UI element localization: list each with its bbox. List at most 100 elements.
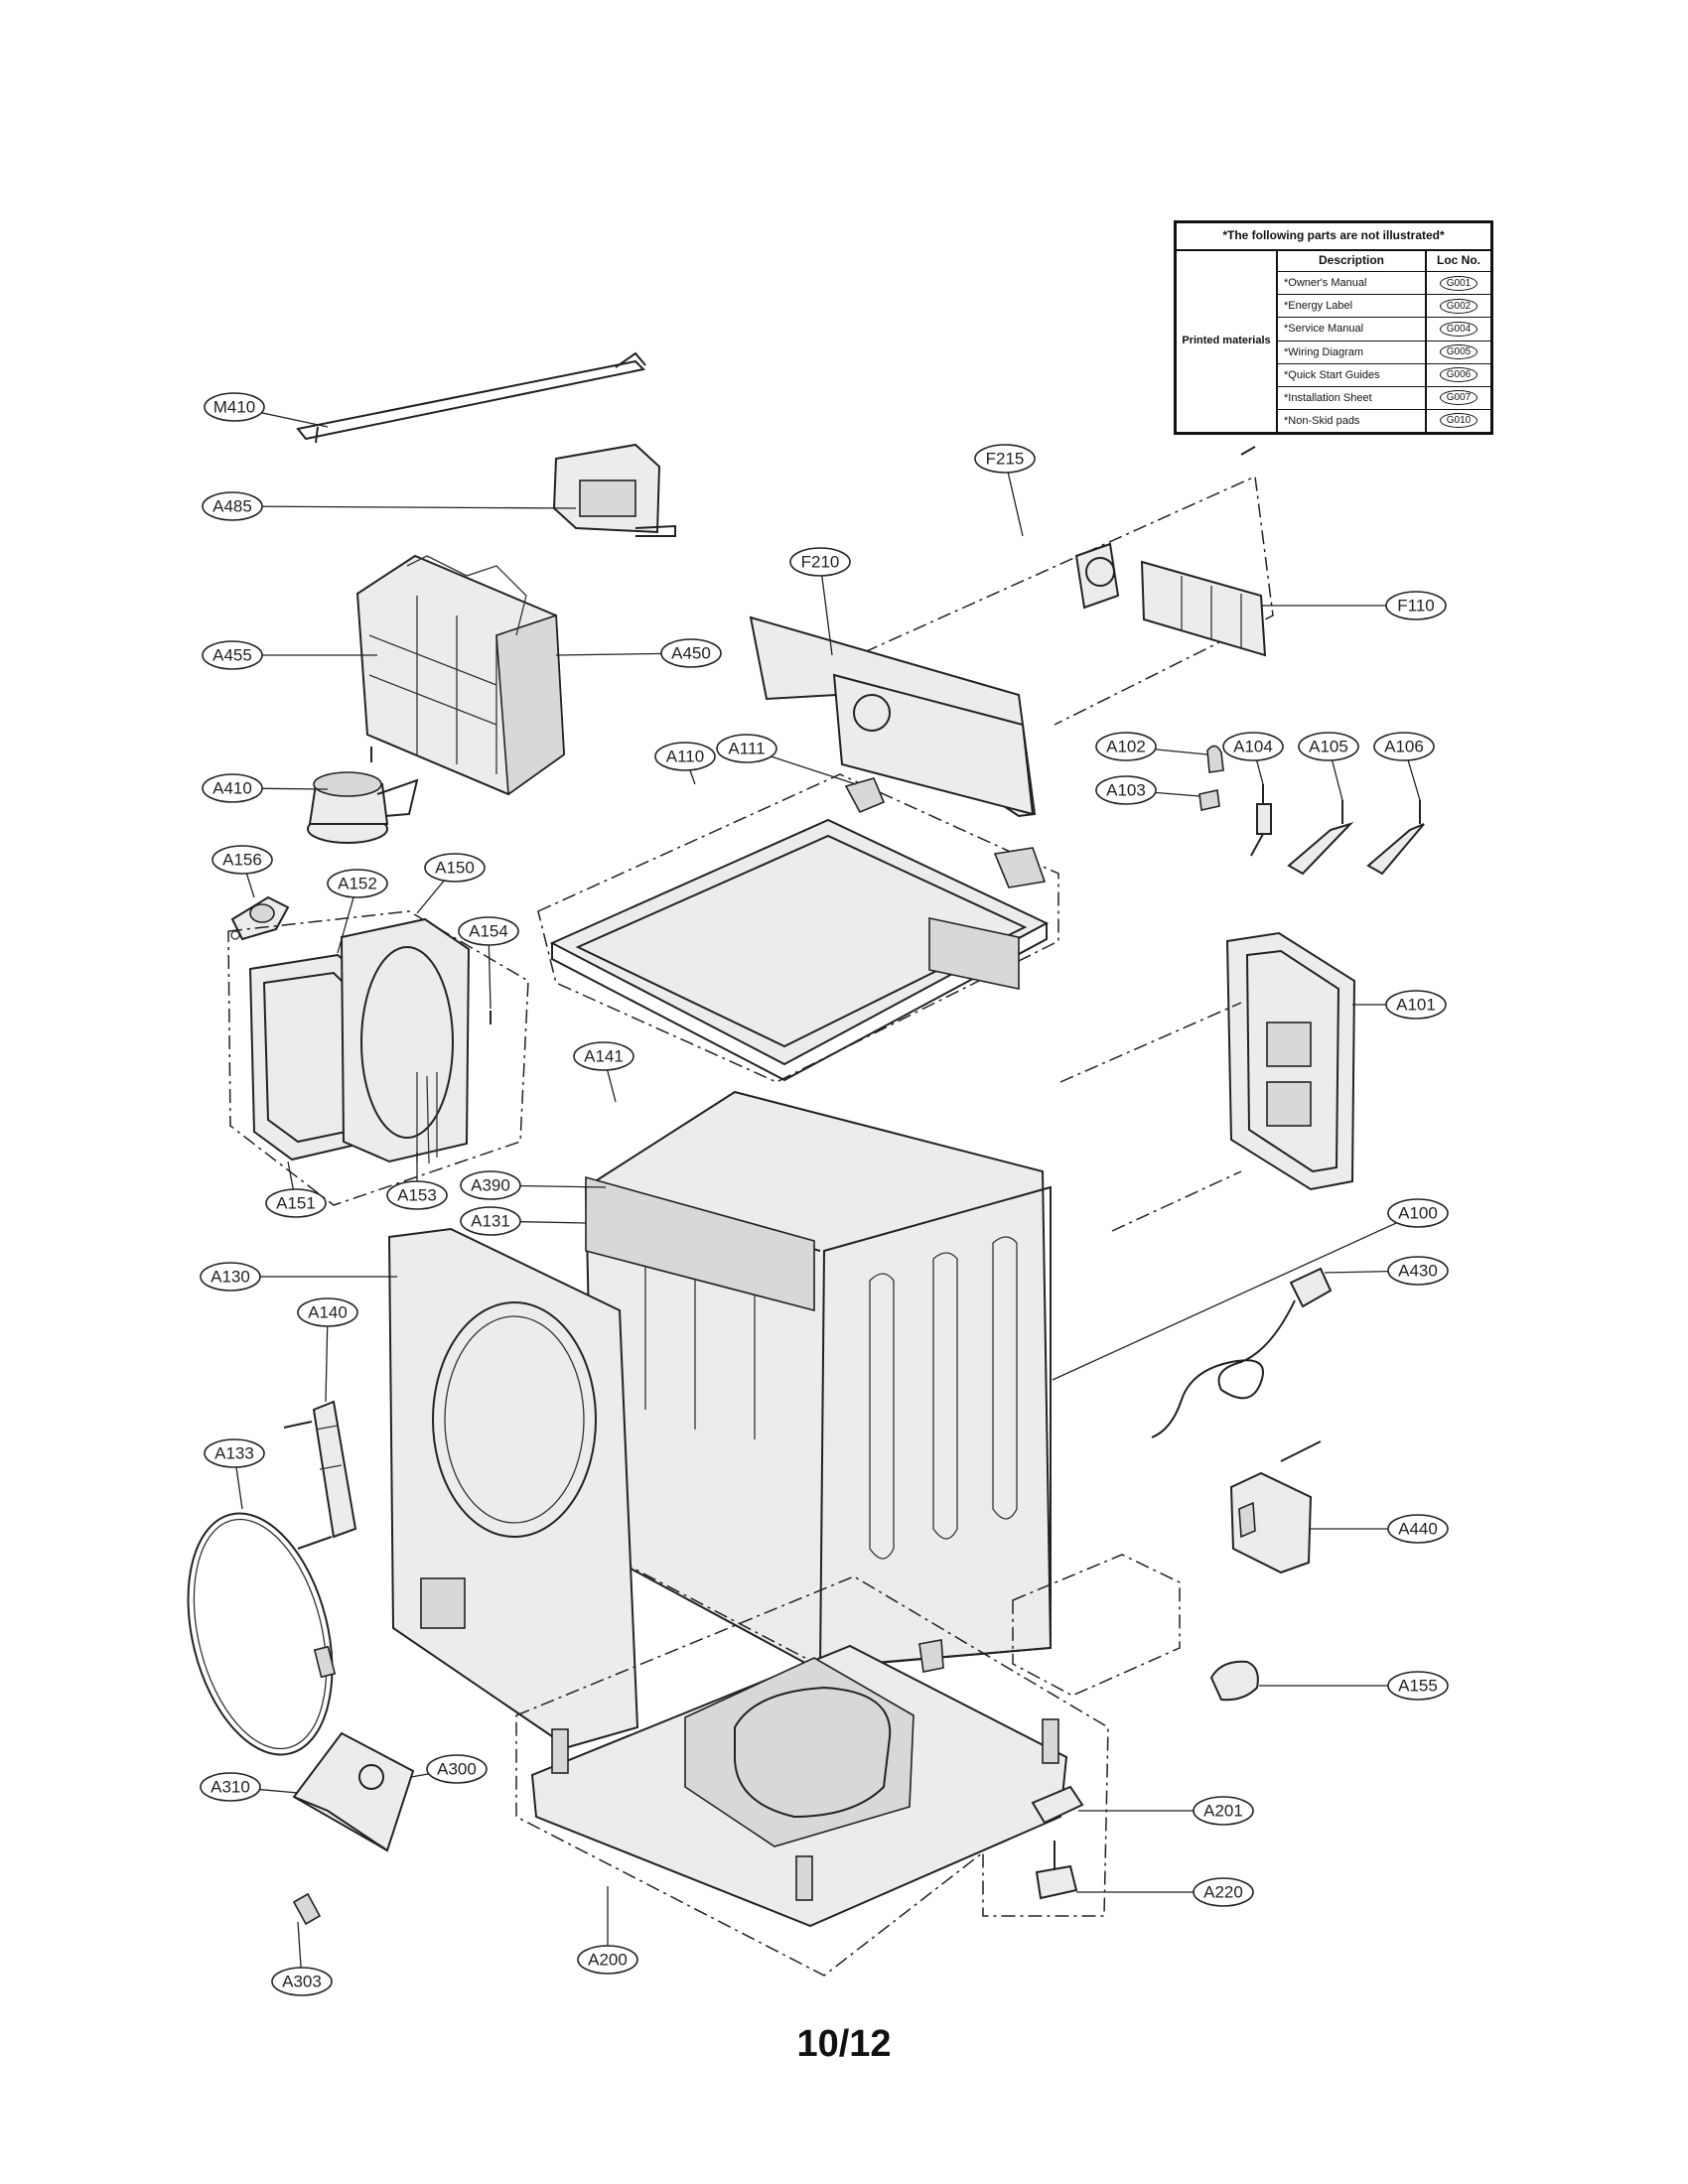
- loc-oval-label: G002: [1439, 298, 1478, 314]
- callout-a430: A430: [1324, 1256, 1449, 1286]
- callout-label: A303: [282, 1973, 322, 1991]
- part-a156-plug: [230, 895, 290, 941]
- callout-oval: [1222, 732, 1284, 761]
- callout-a106: A106: [1373, 732, 1435, 801]
- callout-label: A155: [1398, 1677, 1438, 1696]
- row-description: *Energy Label: [1278, 295, 1427, 318]
- part-a430-power-cord: [1151, 1267, 1333, 1438]
- callout-oval: [211, 845, 273, 875]
- loc-oval-label: G007: [1439, 390, 1478, 406]
- callout-oval: [789, 547, 851, 577]
- callout-label: A485: [212, 497, 252, 516]
- callout-oval: [202, 640, 263, 670]
- callout-oval: [265, 1188, 327, 1218]
- callout-oval: [200, 1262, 261, 1292]
- callout-oval: [1385, 591, 1447, 620]
- callout-a101: A101: [1352, 990, 1447, 1020]
- callout-oval: [426, 1754, 488, 1784]
- callout-a440: A440: [1311, 1514, 1449, 1544]
- callout-label: A103: [1106, 781, 1146, 800]
- callout-a133: A133: [204, 1438, 265, 1510]
- callout-oval: [1193, 1796, 1254, 1826]
- part-a100-cabinet: [584, 1090, 1053, 1670]
- printed-materials-table: *The following parts are not illustrated…: [1174, 220, 1493, 435]
- callout-a141: A141: [573, 1041, 634, 1103]
- row-loc-no: G010: [1427, 410, 1490, 432]
- callout-a140: A140: [297, 1297, 358, 1403]
- col-description-header: Description: [1278, 249, 1427, 272]
- row-loc-no: G007: [1427, 387, 1490, 409]
- row-description: *Non-Skid pads: [1278, 409, 1427, 432]
- callout-oval: [460, 1170, 521, 1200]
- callout-oval: [386, 1180, 448, 1210]
- callout-a111: A111: [716, 734, 857, 785]
- table-header-row: Description Loc No.: [1278, 249, 1490, 273]
- part-a410-pump-motor: [307, 747, 419, 844]
- callout-a485: A485: [202, 491, 577, 521]
- callout-label: A200: [588, 1951, 628, 1970]
- col-loc-header: Loc No.: [1437, 253, 1480, 268]
- callout-label: A201: [1203, 1802, 1243, 1821]
- callout-a390: A390: [460, 1170, 607, 1200]
- callout-a153: A153: [386, 1152, 448, 1210]
- leader-line: [819, 561, 833, 656]
- callout-oval: [327, 869, 388, 898]
- part-a440-door-lock: [1229, 1440, 1322, 1574]
- callout-a130: A130: [200, 1262, 397, 1292]
- part-m410-bracket: [296, 351, 646, 444]
- callout-a450: A450: [555, 638, 722, 668]
- part-a201-a220-leveling-foot: [1031, 1785, 1084, 1900]
- table-category: Printed materials: [1177, 249, 1278, 432]
- callout-label: A141: [584, 1047, 624, 1066]
- callout-a103: A103: [1095, 775, 1200, 805]
- callout-label: A102: [1106, 738, 1146, 756]
- callout-f215: F215: [974, 444, 1036, 537]
- row-loc-no: G005: [1427, 341, 1490, 363]
- callout-label: A390: [471, 1176, 510, 1195]
- callout-oval: [1387, 1256, 1449, 1286]
- callout-label: A430: [1398, 1262, 1438, 1281]
- loc-oval-label: G001: [1439, 275, 1478, 291]
- callout-label: A154: [469, 922, 508, 941]
- callout-a131: A131: [460, 1206, 587, 1236]
- loc-oval-label: G010: [1439, 413, 1478, 429]
- callout-oval: [1373, 732, 1435, 761]
- row-description: *Installation Sheet: [1278, 386, 1427, 409]
- callout-oval: [200, 1772, 261, 1802]
- callout-label: A131: [471, 1212, 510, 1231]
- part-a110-top-plate: [537, 773, 1059, 1083]
- callout-label: A300: [437, 1760, 477, 1779]
- row-loc-no: G002: [1427, 295, 1490, 317]
- part-a155-pad: [1209, 1660, 1259, 1702]
- callout-oval: [202, 773, 263, 803]
- callout-label: F110: [1397, 597, 1435, 615]
- callout-a110: A110: [654, 742, 716, 785]
- callout-a152: A152: [327, 869, 388, 954]
- callout-f110: F110: [1261, 591, 1447, 620]
- callout-oval: [297, 1297, 358, 1327]
- callout-oval: [1193, 1877, 1254, 1907]
- callout-a410: A410: [202, 773, 329, 803]
- table-row: *Installation Sheet G007: [1278, 386, 1490, 410]
- leader-line: [1052, 1212, 1419, 1381]
- callout-label: A310: [211, 1778, 250, 1797]
- callout-a220: A220: [1076, 1877, 1254, 1907]
- callout-oval: [204, 1438, 265, 1468]
- callout-oval: [573, 1041, 634, 1071]
- callout-label: A156: [222, 851, 262, 870]
- callout-label: F210: [801, 553, 840, 572]
- callout-a310: A310: [200, 1772, 299, 1802]
- callout-oval: [1387, 1198, 1449, 1228]
- row-description: *Service Manual: [1278, 318, 1427, 341]
- table-row: *Energy Label G002: [1278, 295, 1490, 319]
- callout-oval: [202, 491, 263, 521]
- callout-label: A153: [397, 1186, 437, 1205]
- row-loc-no: G004: [1427, 318, 1490, 340]
- part-a300-a310-access-cover: [292, 1731, 415, 1926]
- callout-a100: A100: [1052, 1198, 1449, 1381]
